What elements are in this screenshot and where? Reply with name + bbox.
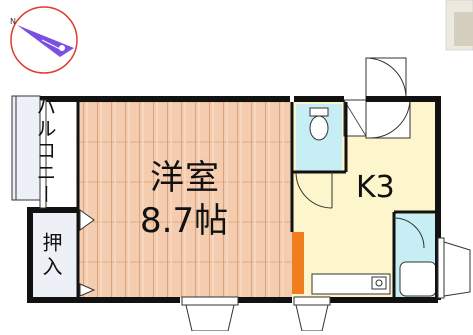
toilet-door bbox=[295, 171, 333, 209]
closet bbox=[32, 210, 78, 298]
western-room-floor bbox=[78, 102, 292, 298]
entrance-door bbox=[365, 57, 411, 139]
bottom-windows bbox=[181, 296, 331, 332]
walls bbox=[27, 96, 441, 303]
bathtub-icon bbox=[399, 261, 437, 297]
corner-photo bbox=[445, 0, 473, 51]
kitchen-label: K3 bbox=[356, 170, 395, 205]
western-room-size: 8.7帖 bbox=[140, 201, 229, 241]
western-room-label: 洋室 bbox=[150, 158, 220, 198]
bath-window bbox=[443, 241, 471, 297]
kitchen-stove bbox=[311, 273, 391, 295]
balcony bbox=[11, 95, 41, 201]
kitchen-counter bbox=[292, 232, 304, 294]
closet-label: 押入 bbox=[39, 232, 63, 280]
toilet-icon bbox=[309, 107, 329, 141]
svg-text:N: N bbox=[10, 17, 16, 26]
balcony-window bbox=[39, 99, 47, 209]
balcony-label: バルコニー bbox=[33, 96, 57, 206]
compass-icon: N bbox=[10, 6, 78, 74]
bath-door bbox=[393, 217, 425, 249]
